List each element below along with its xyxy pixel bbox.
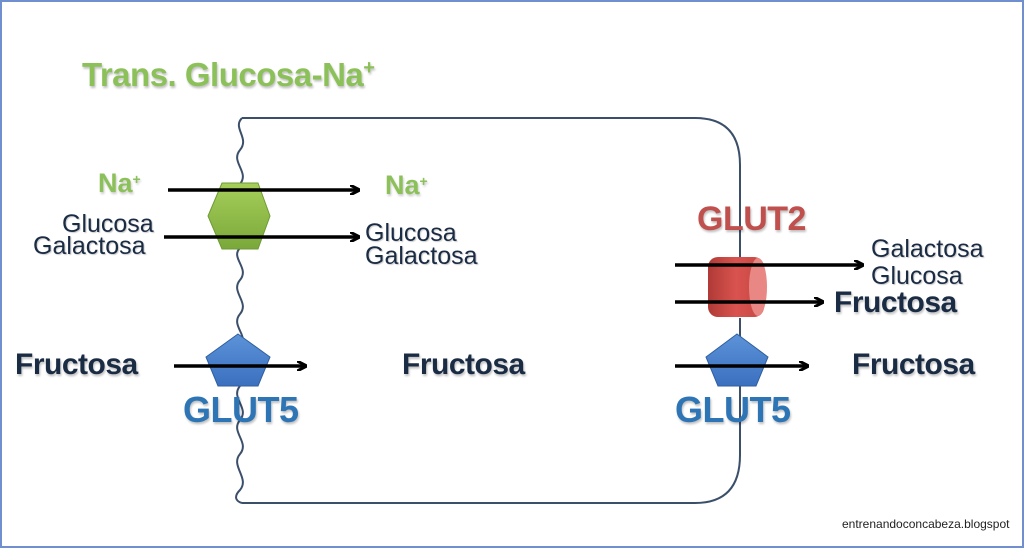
label-fructose-blood-glut2: Fructosa: [834, 286, 957, 319]
na-in-superscript: +: [132, 171, 141, 187]
title-superscript: +: [363, 57, 375, 79]
sglt1-transporter-hexagon: [207, 182, 271, 250]
na-out-text: Na: [385, 170, 420, 200]
label-galactose-cell: Galactosa: [365, 242, 478, 270]
label-galactose-blood: Galactosa: [871, 235, 984, 263]
title-text: Trans. Glucosa-Na: [82, 56, 364, 93]
glut5-basolateral-pentagon: [705, 333, 769, 387]
label-na-lumen: Na+: [98, 170, 141, 197]
apical-membrane: [235, 117, 245, 504]
label-fructose-blood-glut5: Fructosa: [852, 348, 975, 381]
na-in-text: Na: [98, 168, 133, 198]
glut5-apical-pentagon: [205, 333, 271, 387]
cell-membrane-right: [242, 318, 741, 504]
na-out-superscript: +: [419, 173, 428, 189]
label-fructose-cell: Fructosa: [402, 348, 525, 381]
label-glucose-blood: Glucosa: [871, 262, 963, 290]
diagram-title: Trans. Glucosa-Na+: [82, 56, 375, 93]
label-glucose-cell: Glucosa: [365, 219, 457, 247]
source-credit: entrenandoconcabeza.blogspot: [842, 517, 1010, 531]
label-glut5-basolateral: GLUT5: [675, 389, 791, 430]
label-galactose-lumen: Galactosa: [33, 232, 146, 260]
label-fructose-lumen: Fructosa: [15, 348, 138, 381]
label-glut5-apical: GLUT5: [183, 389, 299, 430]
label-glut2: GLUT2: [697, 200, 806, 238]
label-glucose-lumen: Glucosa: [62, 210, 154, 238]
label-na-cell: Na+: [385, 172, 428, 199]
cell-membrane-top: [242, 117, 741, 258]
